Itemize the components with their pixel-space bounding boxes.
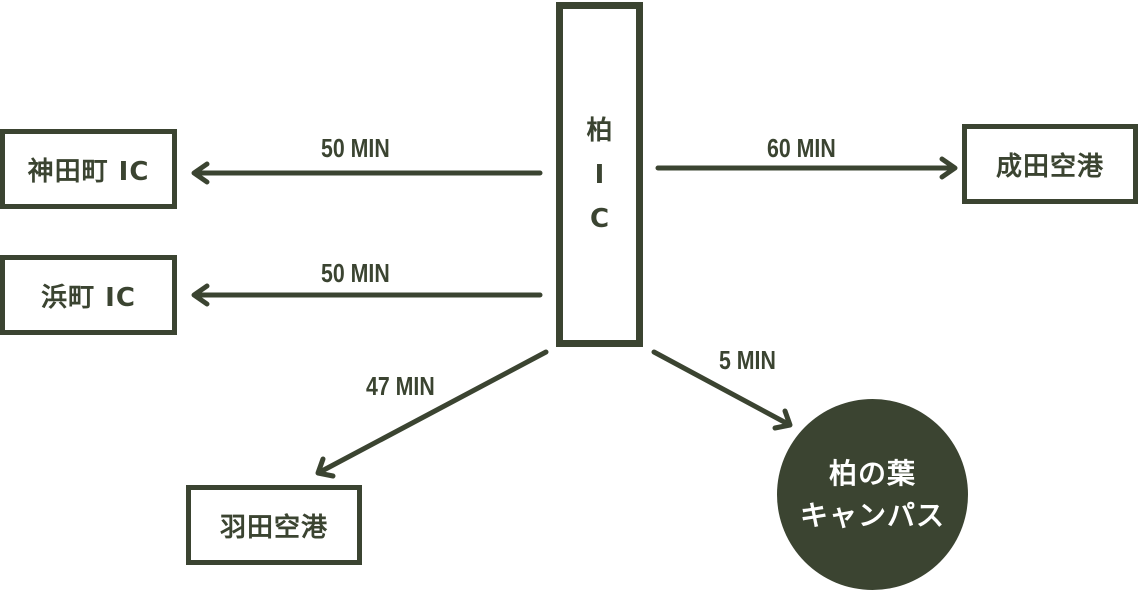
hub-label-line-2: I — [594, 159, 605, 190]
time-campus: 5 MIN — [719, 345, 776, 375]
arrow-to-kandacho — [191, 161, 543, 185]
time-kandacho: 50 MIN — [321, 133, 390, 163]
node-hamacho-ic: 浜町 IC — [0, 255, 177, 335]
arrow-to-narita — [655, 156, 958, 180]
campus-label-line-2: キャンパス — [799, 498, 945, 532]
arrow-to-hamacho — [191, 283, 543, 307]
hub-label-line-1: 柏 — [586, 115, 613, 146]
node-kandacho-ic: 神田町 IC — [0, 129, 177, 209]
node-haneda-airport: 羽田空港 — [186, 485, 362, 565]
node-hamacho-label: 浜町 IC — [41, 282, 136, 313]
arrow-to-haneda — [315, 349, 549, 479]
hub-label-line-3: C — [589, 203, 610, 234]
arrow-to-campus — [651, 349, 793, 431]
campus-label-line-1: 柏の葉 — [828, 456, 916, 490]
hub-kashiwa-ic: 柏 I C — [556, 2, 643, 347]
time-haneda: 47 MIN — [366, 371, 435, 401]
node-narita-airport: 成田空港 — [962, 124, 1138, 204]
node-kashiwanoha-campus: 柏の葉 キャンパス — [777, 399, 968, 590]
time-hamacho: 50 MIN — [321, 258, 390, 288]
node-narita-label: 成田空港 — [995, 151, 1104, 182]
time-narita: 60 MIN — [767, 133, 836, 163]
node-kandacho-label: 神田町 IC — [27, 156, 150, 187]
node-haneda-label: 羽田空港 — [219, 512, 328, 543]
